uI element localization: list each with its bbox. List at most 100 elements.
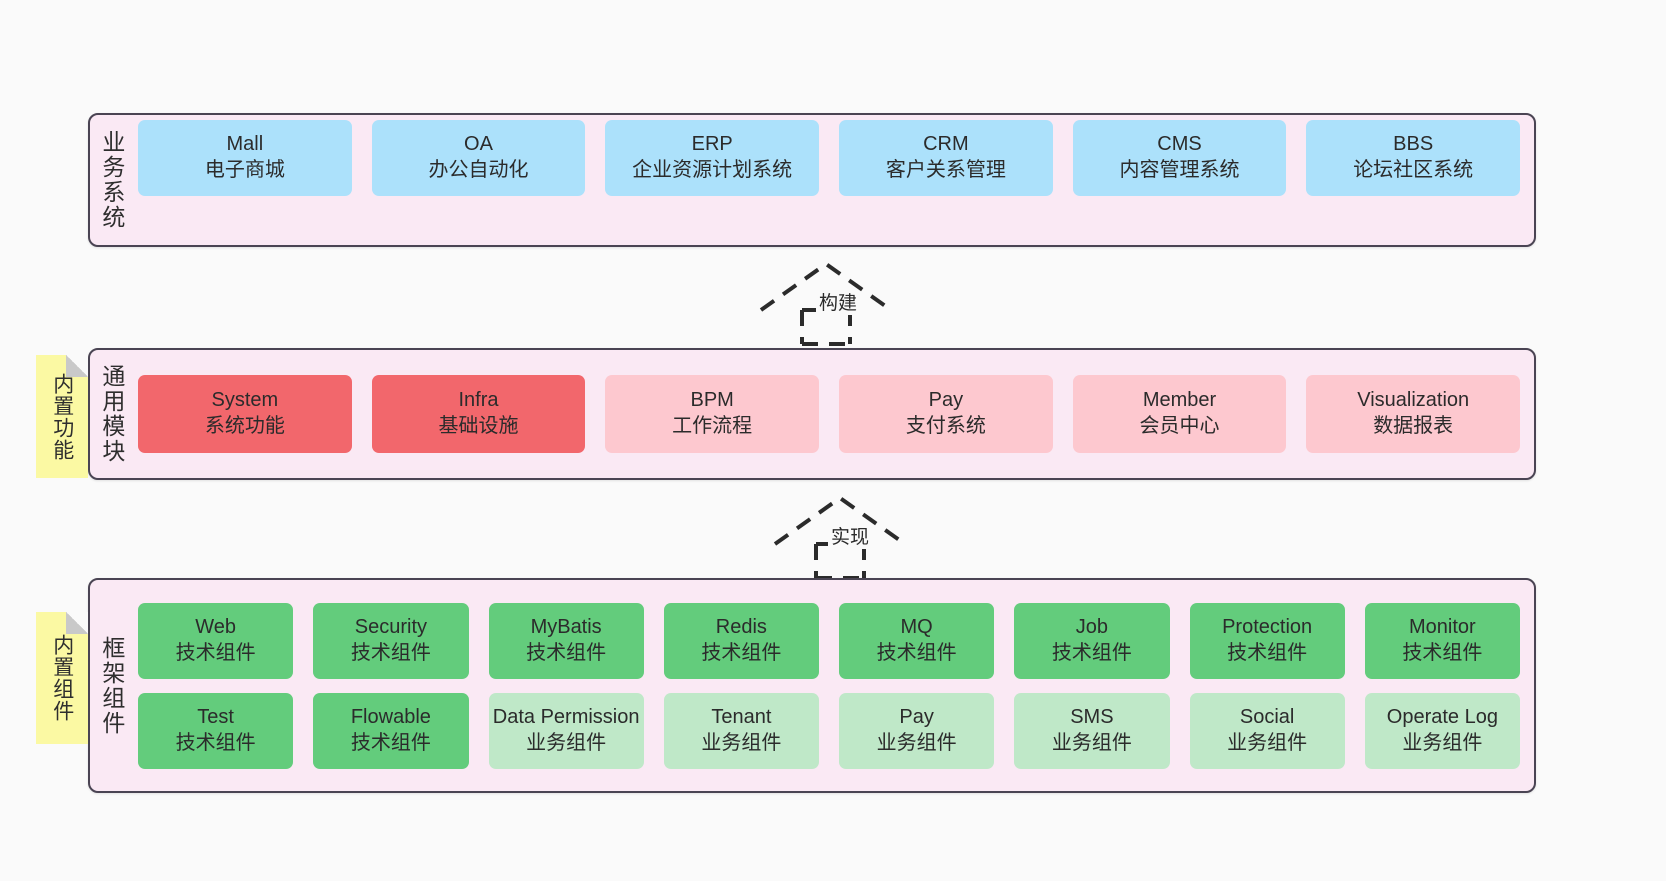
card-subtitle: 内容管理系统 — [1119, 159, 1240, 181]
card-row: Web 技术组件 Security 技术组件 MyBatis 技术组件 Redi… — [138, 602, 1520, 679]
card-subtitle: 技术组件 — [175, 731, 256, 754]
card-subtitle: 技术组件 — [701, 641, 782, 664]
dashed-hollow-arrow-up-icon — [773, 495, 907, 580]
layer-body-common-module: System 系统功能 Infra 基础设施 BPM 工作流程 Pay 支付系统… — [132, 350, 1534, 478]
card-title: Monitor — [1409, 615, 1476, 638]
card-subtitle: 业务组件 — [1051, 731, 1132, 754]
card-pay[interactable]: Pay 支付系统 — [839, 375, 1053, 453]
card-title: Pay — [928, 389, 964, 412]
card-tenant[interactable]: Tenant 业务组件 — [663, 692, 819, 769]
card-title: System — [211, 389, 279, 412]
card-subtitle: 系统功能 — [204, 415, 285, 437]
card-data-permission[interactable]: Data Permission 业务组件 — [488, 692, 644, 769]
card-job[interactable]: Job 技术组件 — [1014, 602, 1170, 679]
card-title: ERP — [691, 133, 733, 156]
card-title: Operate Log — [1386, 705, 1498, 728]
card-title: Web — [195, 615, 236, 638]
card-subtitle: 企业资源计划系统 — [632, 159, 793, 181]
card-redis[interactable]: Redis 技术组件 — [663, 602, 819, 679]
card-title: Visualization — [1357, 389, 1470, 412]
card-subtitle: 办公自动化 — [428, 159, 529, 181]
card-title: BPM — [690, 389, 734, 412]
layer-body-framework-component: Web 技术组件 Security 技术组件 MyBatis 技术组件 Redi… — [132, 580, 1534, 791]
card-subtitle: 业务组件 — [526, 731, 607, 754]
card-bpm[interactable]: BPM 工作流程 — [605, 375, 820, 453]
card-visualization[interactable]: Visualization 数据报表 — [1306, 375, 1521, 453]
card-social[interactable]: Social 业务组件 — [1189, 692, 1345, 769]
card-subtitle: 技术组件 — [1227, 641, 1308, 664]
card-title: Infra — [458, 389, 499, 412]
card-monitor[interactable]: Monitor 技术组件 — [1364, 602, 1520, 679]
card-subtitle: 业务组件 — [1227, 731, 1308, 754]
connector-label-build: 构建 — [816, 293, 861, 315]
layer-label-framework-component: 框架组件 — [98, 635, 125, 736]
card-infra[interactable]: Infra 基础设施 — [371, 375, 586, 453]
card-subtitle: 技术组件 — [526, 641, 607, 664]
card-web[interactable]: Web 技术组件 — [138, 602, 294, 679]
card-protection[interactable]: Protection 技术组件 — [1189, 602, 1345, 679]
dashed-hollow-arrow-up-icon — [759, 261, 893, 346]
card-subtitle: 支付系统 — [905, 415, 986, 437]
layer-business-system: 业务系统 Mall 电子商城 OA 办公自动化 ERP 企业资源计划系统 CRM… — [88, 113, 1536, 247]
card-title: BBS — [1393, 133, 1434, 156]
card-title: MQ — [900, 615, 933, 638]
card-subtitle: 数据报表 — [1373, 415, 1454, 437]
card-subtitle: 论坛社区系统 — [1353, 159, 1474, 181]
card-title: Flowable — [350, 705, 431, 728]
card-title: Pay — [899, 705, 934, 728]
card-subtitle: 技术组件 — [175, 641, 256, 664]
card-subtitle: 技术组件 — [350, 731, 431, 754]
card-subtitle: 客户关系管理 — [885, 159, 1006, 181]
card-security[interactable]: Security 技术组件 — [313, 602, 469, 679]
card-flowable[interactable]: Flowable 技术组件 — [313, 692, 469, 769]
card-subtitle: 会员中心 — [1139, 415, 1220, 437]
card-row: Mall 电子商城 OA 办公自动化 ERP 企业资源计划系统 CRM 客户关系… — [138, 120, 1521, 196]
card-title: Data Permission — [492, 705, 640, 728]
layer-common-module: 通用模块 System 系统功能 Infra 基础设施 BPM 工作流程 Pay… — [88, 348, 1536, 480]
connector-build: 构建 — [756, 258, 906, 346]
card-mq[interactable]: MQ 技术组件 — [839, 602, 995, 679]
card-erp[interactable]: ERP 企业资源计划系统 — [605, 120, 820, 196]
layer-body-business-system: Mall 电子商城 OA 办公自动化 ERP 企业资源计划系统 CRM 客户关系… — [132, 115, 1534, 201]
note-builtin-component: 内置组件 — [36, 612, 88, 744]
card-title: SMS — [1070, 705, 1114, 728]
card-row: System 系统功能 Infra 基础设施 BPM 工作流程 Pay 支付系统… — [138, 375, 1521, 453]
card-mall[interactable]: Mall 电子商城 — [138, 120, 352, 196]
card-title: OA — [464, 133, 493, 156]
connector-label-implement: 实现 — [828, 527, 873, 549]
connector-implement: 实现 — [770, 492, 920, 580]
note-builtin-function: 内置功能 — [36, 355, 88, 478]
card-title: Protection — [1222, 615, 1313, 638]
card-title: CMS — [1157, 133, 1202, 156]
card-title: Redis — [715, 615, 767, 638]
layer-label-common-module: 通用模块 — [98, 364, 125, 464]
card-sms[interactable]: SMS 业务组件 — [1014, 692, 1170, 769]
card-subtitle: 业务组件 — [1402, 731, 1483, 754]
card-title: CRM — [923, 133, 969, 156]
layer-label-business-system: 业务系统 — [98, 130, 125, 230]
card-crm[interactable]: CRM 客户关系管理 — [839, 120, 1053, 196]
card-title: Social — [1239, 705, 1295, 728]
card-subtitle: 技术组件 — [1402, 641, 1483, 664]
card-title: Member — [1142, 389, 1217, 412]
card-row: Test 技术组件 Flowable 技术组件 Data Permission … — [138, 692, 1520, 769]
card-title: Job — [1075, 615, 1108, 638]
card-system[interactable]: System 系统功能 — [138, 375, 352, 453]
card-title: Tenant — [711, 705, 772, 728]
card-test[interactable]: Test 技术组件 — [138, 692, 294, 769]
card-subtitle: 基础设施 — [438, 415, 519, 437]
card-title: Test — [197, 705, 234, 728]
card-title: Security — [354, 615, 427, 638]
card-operate-log[interactable]: Operate Log 业务组件 — [1364, 692, 1520, 769]
card-subtitle: 电子商城 — [204, 159, 285, 181]
card-title: MyBatis — [530, 615, 602, 638]
card-mybatis[interactable]: MyBatis 技术组件 — [488, 602, 644, 679]
card-bbs[interactable]: BBS 论坛社区系统 — [1306, 120, 1521, 196]
card-cms[interactable]: CMS 内容管理系统 — [1072, 120, 1287, 196]
card-oa[interactable]: OA 办公自动化 — [371, 120, 586, 196]
layer-framework-component: 框架组件 Web 技术组件 Security 技术组件 MyBatis 技术组件… — [88, 578, 1536, 793]
card-subtitle: 工作流程 — [672, 415, 753, 437]
card-subtitle: 技术组件 — [350, 641, 431, 664]
card-pay-business[interactable]: Pay 业务组件 — [839, 692, 995, 769]
card-member[interactable]: Member 会员中心 — [1072, 375, 1287, 453]
